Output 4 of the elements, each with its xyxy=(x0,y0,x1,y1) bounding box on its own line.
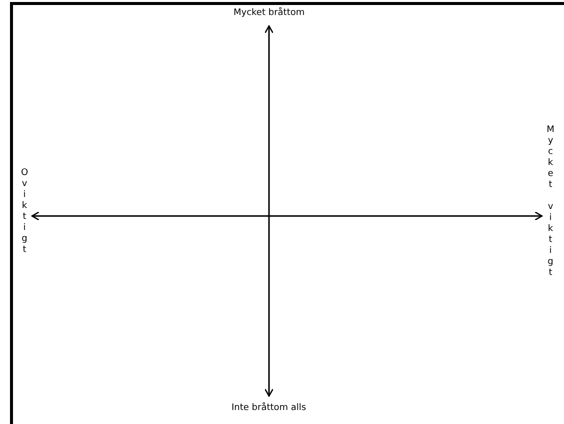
axis-label: Inte bråttom alls xyxy=(232,404,306,413)
axis-label: Mycket bråttom xyxy=(234,9,305,18)
axis-label: Mycket viktigt xyxy=(546,125,554,279)
axis-label: Oviktigt xyxy=(20,168,28,256)
